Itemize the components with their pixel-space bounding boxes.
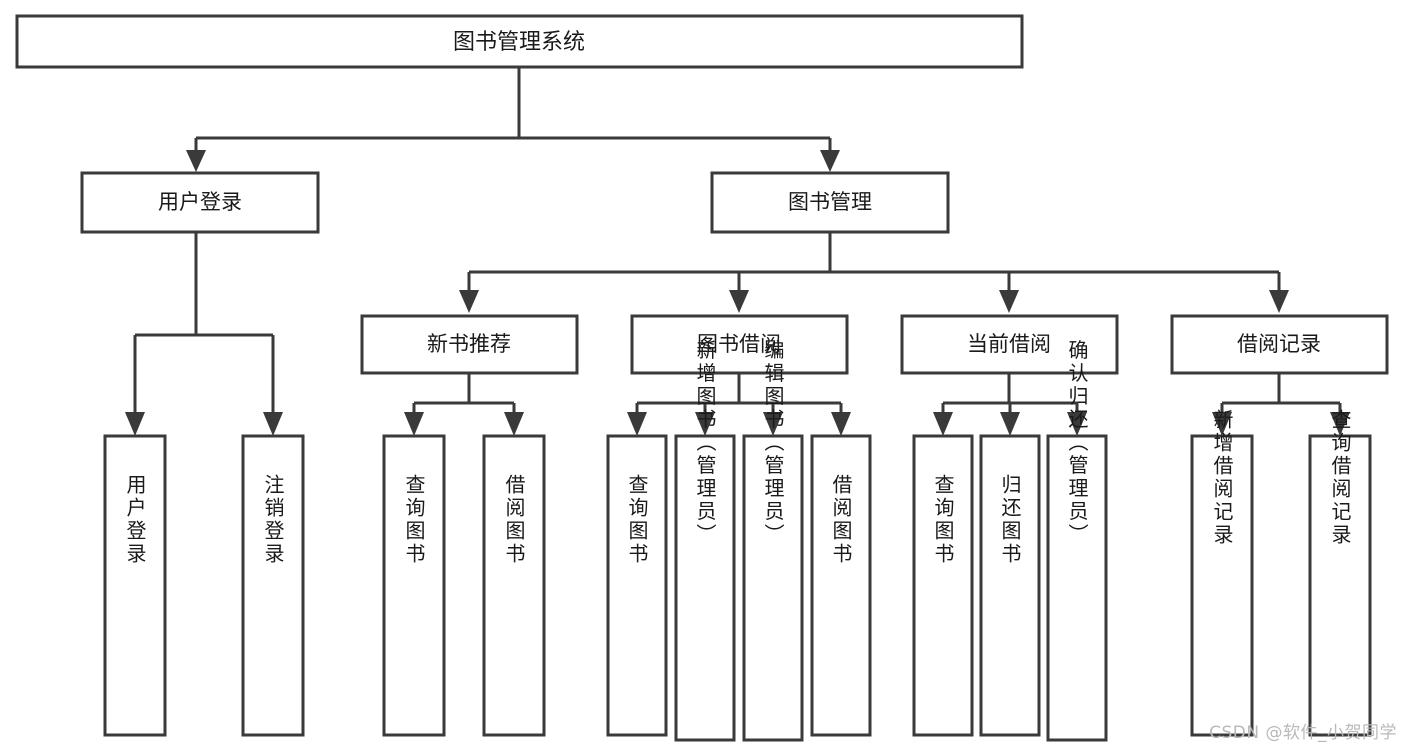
leaf-query-book-cb-label: 查询图书 — [931, 474, 955, 566]
leaf-return-book[interactable]: 归还图书 — [979, 434, 1041, 737]
leaf-add-borrow-record[interactable]: 新增借阅记录 — [1190, 409, 1254, 737]
leaf-edit-book-admin-box[interactable] — [742, 434, 804, 742]
leaf-borrow-book-nb-label: 借阅图书 — [502, 474, 526, 566]
arrowhead-login-2 — [263, 412, 283, 436]
leaf-query-book-bb-box[interactable] — [606, 434, 668, 737]
arrowhead-l3-2 — [729, 290, 749, 313]
leaf-borrow-book-bb[interactable]: 借阅图书 — [810, 434, 872, 737]
node-borrow-record[interactable]: 借阅记录 — [1170, 314, 1389, 375]
leaf-edit-book-admin-label: 编辑图书（管理员） — [761, 339, 785, 546]
leaf-borrow-book-nb-box[interactable] — [482, 434, 546, 737]
arrowhead-nb-1 — [404, 412, 424, 436]
arrowhead-nb-2 — [504, 412, 524, 436]
arrowhead-bb-3 — [763, 412, 783, 436]
leaf-return-book-label: 归还图书 — [998, 474, 1022, 566]
arrowhead-login-1 — [125, 412, 145, 436]
node-book-management-label: 图书管理 — [788, 190, 872, 214]
leaf-confirm-return-admin-box[interactable] — [1046, 434, 1108, 742]
leaf-user-login[interactable]: 用户登录 — [103, 434, 167, 737]
arrowhead-bb-4 — [831, 412, 851, 436]
node-borrow-record-label: 借阅记录 — [1237, 332, 1321, 356]
arrowhead-l3-3 — [999, 290, 1019, 313]
node-current-borrow-label: 当前借阅 — [967, 332, 1051, 356]
arrowhead-l3-1 — [459, 290, 479, 313]
leaf-query-borrow-record-box[interactable] — [1308, 434, 1372, 737]
arrowhead-bookmgmt — [820, 150, 840, 172]
leaf-user-login-box[interactable] — [103, 434, 167, 737]
edge-group — [125, 67, 1350, 436]
leaf-query-book-bb-label: 查询图书 — [625, 474, 649, 566]
node-root-label: 图书管理系统 — [453, 30, 585, 55]
leaf-query-borrow-record-label: 查询借阅记录 — [1328, 409, 1352, 547]
leaf-confirm-return-admin-label: 确认归还（管理员） — [1065, 339, 1089, 546]
leaf-logout-box[interactable] — [241, 434, 305, 737]
node-book-management[interactable]: 图书管理 — [710, 171, 950, 234]
node-book-borrow-box[interactable] — [630, 314, 849, 375]
arrowhead-login — [186, 150, 206, 172]
leaf-query-book-nb[interactable]: 查询图书 — [382, 434, 446, 737]
leaf-add-borrow-record-box[interactable] — [1190, 434, 1254, 737]
node-borrow-record-box[interactable] — [1170, 314, 1389, 375]
node-new-book-recommend-label: 新书推荐 — [427, 332, 511, 356]
node-book-borrow[interactable]: 图书借阅 — [630, 314, 849, 375]
leaf-borrow-book-bb-box[interactable] — [810, 434, 872, 737]
leaf-borrow-book-bb-label: 借阅图书 — [829, 474, 853, 566]
leaf-query-book-cb[interactable]: 查询图书 — [912, 434, 974, 737]
leaf-add-book-admin-label: 新增图书（管理员） — [693, 339, 717, 546]
node-new-book-recommend[interactable]: 新书推荐 — [360, 314, 579, 375]
node-user-login-box[interactable] — [80, 171, 320, 234]
leaf-logout[interactable]: 注销登录 — [241, 434, 305, 737]
node-new-book-recommend-box[interactable] — [360, 314, 579, 375]
leaf-user-login-label: 用户登录 — [123, 474, 147, 566]
node-root-box[interactable] — [15, 14, 1024, 69]
leaf-query-book-bb[interactable]: 查询图书 — [606, 434, 668, 737]
arrowhead-l3-4 — [1269, 290, 1289, 313]
arrowhead-cb-2 — [1000, 412, 1020, 436]
leaf-borrow-book-nb[interactable]: 借阅图书 — [482, 434, 546, 737]
arrowhead-bb-1 — [627, 412, 647, 436]
leaf-query-book-nb-box[interactable] — [382, 434, 446, 737]
node-user-login-label: 用户登录 — [158, 190, 242, 214]
node-current-borrow[interactable]: 当前借阅 — [900, 314, 1119, 375]
watermark-text: CSDN @软件_小贺同学 — [1209, 723, 1397, 743]
node-user-login[interactable]: 用户登录 — [80, 171, 320, 234]
leaf-add-borrow-record-label: 新增借阅记录 — [1210, 409, 1234, 547]
leaf-confirm-return-admin[interactable]: 确认归还（管理员） — [1046, 339, 1108, 742]
leaf-return-book-box[interactable] — [979, 434, 1041, 737]
leaf-query-book-nb-label: 查询图书 — [402, 474, 426, 566]
leaf-logout-label: 注销登录 — [261, 474, 285, 566]
leaf-edit-book-admin[interactable]: 编辑图书（管理员） — [742, 339, 804, 742]
arrowhead-cb-1 — [933, 412, 953, 436]
arrowhead-cb-3 — [1067, 412, 1087, 436]
arrowhead-br-1 — [1212, 412, 1232, 436]
arrowhead-br-2 — [1330, 412, 1350, 436]
leaf-query-borrow-record[interactable]: 查询借阅记录 — [1308, 409, 1372, 737]
node-book-management-box[interactable] — [710, 171, 950, 234]
leaf-add-book-admin[interactable]: 新增图书（管理员） — [674, 339, 736, 742]
node-book-borrow-label: 图书借阅 — [697, 332, 781, 356]
arrowhead-bb-2 — [695, 412, 715, 436]
leaf-add-book-admin-box[interactable] — [674, 434, 736, 742]
node-root[interactable]: 图书管理系统 — [15, 14, 1024, 69]
node-current-borrow-box[interactable] — [900, 314, 1119, 375]
leaf-query-book-cb-box[interactable] — [912, 434, 974, 737]
